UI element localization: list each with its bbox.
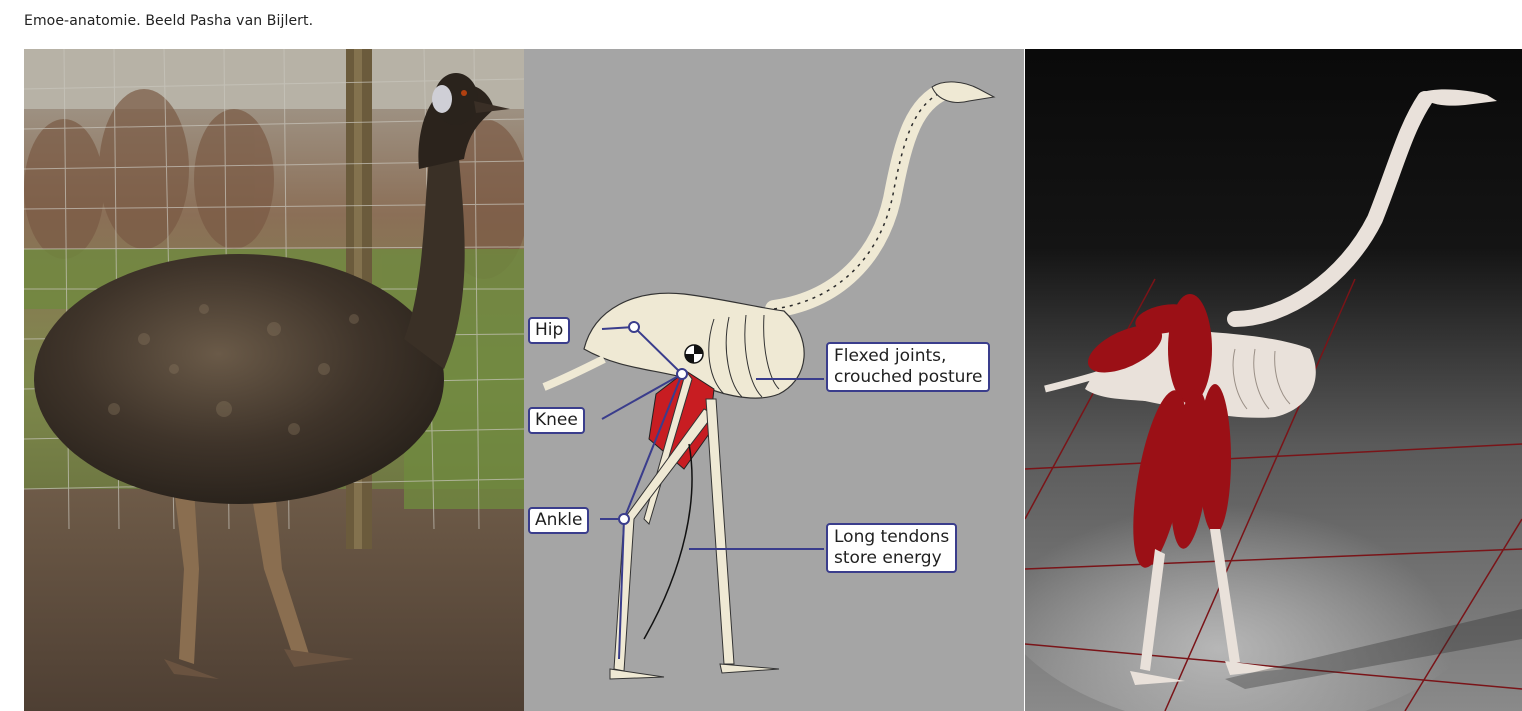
3d-render-panel: [1025, 49, 1522, 711]
hip-label: Hip: [528, 317, 570, 344]
long-tendons-label: Long tendons store energy: [826, 523, 957, 573]
emu-3d-render-icon: [1025, 49, 1522, 711]
long-tendons-line2: store energy: [834, 548, 949, 569]
flexed-joints-line1: Flexed joints,: [834, 346, 982, 367]
knee-label: Knee: [528, 407, 585, 434]
long-tendons-line1: Long tendons: [834, 527, 949, 548]
flexed-joints-label: Flexed joints, crouched posture: [826, 342, 990, 392]
flexed-joints-line2: crouched posture: [834, 367, 982, 388]
emu-photo-icon: [24, 49, 524, 711]
ankle-label: Ankle: [528, 507, 589, 534]
skeleton-diagram-panel: Hip Knee Ankle Flexed joints, crouched p…: [524, 49, 1024, 711]
image-caption: Emoe-anatomie. Beeld Pasha van Bijlert.: [24, 13, 313, 29]
emu-photo-panel: [24, 49, 524, 711]
